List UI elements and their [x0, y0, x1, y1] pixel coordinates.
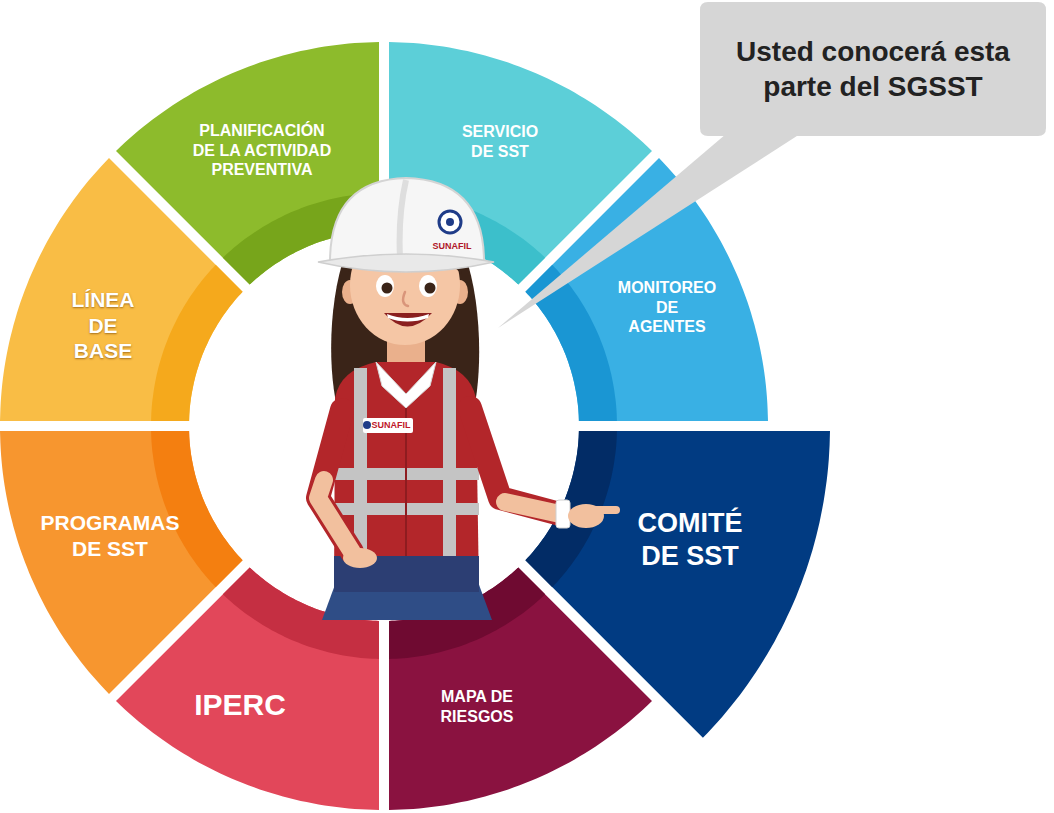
illustration-part [318, 410, 352, 552]
illustration-part [590, 506, 620, 514]
callout-box [700, 2, 1046, 136]
segment-fill [0, 431, 243, 694]
ring-segment: PROGRAMAS DE SST [0, 431, 243, 694]
illustration-part [363, 418, 413, 433]
illustration-part [330, 178, 484, 262]
callout-tail [498, 134, 800, 328]
segment-label: LÍNEA DE BASE [68, 287, 138, 364]
ring-segment: MONITOREO DE AGENTES [525, 158, 768, 422]
illustration-part [384, 313, 432, 327]
illustration-part [343, 548, 377, 568]
logo-text: SUNAFIL [372, 421, 411, 430]
illustration-part [376, 362, 436, 408]
segment-inner-band [151, 265, 243, 421]
callout-text: Usted conocerá esta parte del SGSST [723, 34, 1023, 104]
segment-inner-band [525, 265, 617, 421]
segment-fill [525, 158, 768, 421]
arms [318, 408, 620, 568]
segment-label: SERVICIO DE SST [455, 122, 545, 161]
illustration-part [556, 500, 570, 528]
illustration-part [363, 421, 371, 429]
segment-label: PLANIFICACIÓN DE LA ACTIVIDAD PREVENTIVA [188, 121, 336, 180]
illustration-part [403, 292, 408, 306]
segment-label: MAPA DE RIESGOS [435, 687, 520, 726]
segment-label: IPERC [165, 687, 315, 724]
speech-bubble: Usted conocerá esta parte del SGSST [495, 0, 1050, 332]
ring-segment: LÍNEA DE BASE [0, 158, 243, 421]
illustration-part [505, 502, 560, 514]
illustration-part [443, 368, 456, 556]
illustration-part [446, 218, 454, 226]
illustration-part [439, 211, 461, 233]
illustration-part [334, 362, 479, 592]
illustration-part [318, 480, 352, 552]
segment-label: COMITÉ DE SST [630, 507, 750, 573]
illustration-part [376, 275, 394, 297]
segment-label: PROGRAMAS DE SST [35, 510, 185, 561]
illustration-part [419, 275, 437, 297]
illustration-part [382, 283, 393, 294]
illustration-part [425, 283, 436, 294]
illustration-part [470, 408, 560, 514]
illustration-part [387, 314, 429, 322]
segment-outline [0, 431, 243, 694]
segment-inner-band [151, 431, 243, 587]
segment-label: MONITOREO DE AGENTES [617, 278, 718, 337]
illustration-part [318, 254, 494, 272]
logo-text: SUNAFIL [433, 242, 472, 251]
illustration-part [400, 180, 406, 258]
illustration-part [354, 368, 367, 556]
helmet [318, 178, 494, 272]
segment-fill [0, 158, 243, 421]
